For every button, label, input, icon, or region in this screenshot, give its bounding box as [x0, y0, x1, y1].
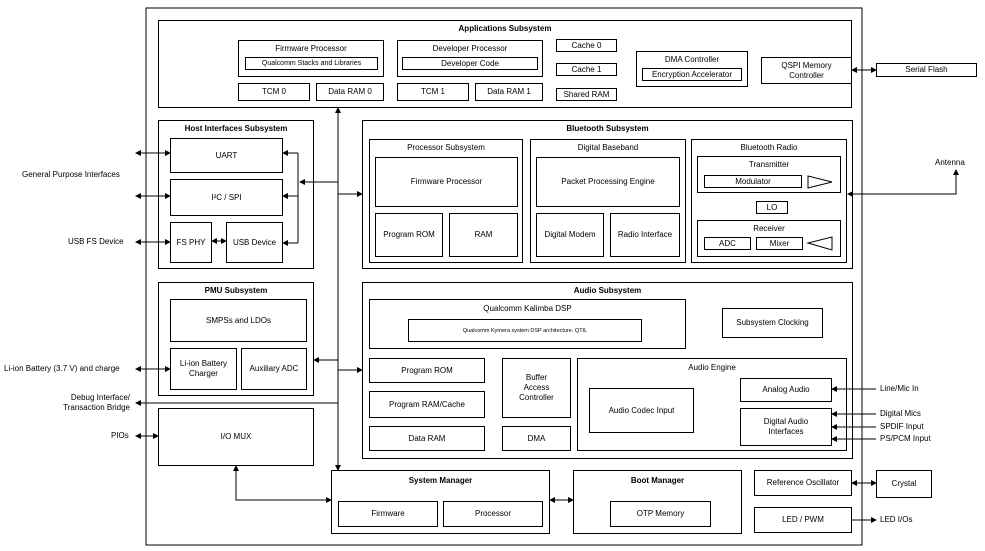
antenna-label: Antenna — [935, 158, 965, 167]
bluetooth-subsystem: Bluetooth Subsystem — [362, 120, 853, 269]
host-interfaces-title: Host Interfaces Subsystem — [184, 124, 288, 133]
data-ram1-box: Data RAM 1 — [475, 83, 543, 101]
sysman-processor: Processor — [443, 501, 543, 527]
audio-subsystem-title: Audio Subsystem — [573, 286, 642, 295]
encryption-accelerator-box: Encryption Accelerator — [642, 68, 742, 81]
reference-oscillator: Reference Oscillator — [754, 470, 852, 496]
bluetooth-radio: Bluetooth Radio — [691, 139, 847, 263]
host-interfaces-subsystem: Host Interfaces Subsystem — [158, 120, 314, 269]
radio-interface: Radio Interface — [610, 213, 680, 257]
system-manager-title: System Manager — [408, 476, 473, 485]
tcm1-box: TCM 1 — [397, 83, 469, 101]
battery-label: Li-ion Battery (3.7 V) and charge — [4, 364, 120, 373]
bluetooth-subsystem-title: Bluetooth Subsystem — [566, 124, 649, 133]
audio-program-ram: Program RAM/Cache — [369, 391, 485, 418]
boot-manager-title: Boot Manager — [630, 476, 685, 485]
io-mux-box: I/O MUX — [158, 408, 314, 466]
auxiliary-adc-box: Auxiliary ADC — [241, 348, 307, 390]
audio-subsystem: Audio Subsystem — [362, 282, 853, 459]
buffer-access-controller: Buffer Access Controller — [502, 358, 571, 418]
bt-program-rom: Program ROM — [375, 213, 443, 257]
audio-data-ram: Data RAM — [369, 426, 485, 451]
data-ram0-box: Data RAM 0 — [316, 83, 384, 101]
digital-audio-interfaces: Digital Audio Interfaces — [740, 408, 832, 446]
pmu-subsystem: PMU Subsystem — [158, 282, 314, 396]
audio-dma: DMA — [502, 426, 571, 451]
mixer-box: Mixer — [756, 237, 803, 250]
audio-engine-title: Audio Engine — [688, 363, 736, 372]
firmware-processor-label: Firmware Processor — [275, 44, 347, 53]
digital-baseband-title: Digital Baseband — [577, 143, 639, 152]
transmitter-label: Transmitter — [748, 160, 790, 169]
i2c-spi-box: I²C / SPI — [170, 179, 283, 216]
qspi-memory-controller: QSPI Memory Controller — [761, 57, 852, 84]
dma-controller-label: DMA Controller — [664, 55, 720, 64]
sysman-firmware: Firmware — [338, 501, 438, 527]
fs-phy-box: FS PHY — [170, 222, 212, 263]
general-purpose-interfaces-label: General Purpose Interfaces — [22, 170, 120, 179]
cache0-box: Cache 0 — [556, 39, 617, 52]
lo-box: LO — [756, 201, 788, 214]
shared-ram-box: Shared RAM — [556, 88, 617, 101]
bluetooth-radio-title: Bluetooth Radio — [740, 143, 798, 152]
developer-code-box: Developer Code — [402, 57, 538, 70]
audio-program-rom: Program ROM — [369, 358, 485, 383]
qualcomm-stacks-box: Qualcomm Stacks and Libraries — [245, 57, 378, 70]
kymera-box: Qualcomm Kymera system DSP architecture.… — [408, 319, 642, 342]
usb-device-box: USB Device — [226, 222, 283, 263]
digital-modem: Digital Modem — [536, 213, 604, 257]
bt-ram: RAM — [449, 213, 518, 257]
adc-box: ADC — [704, 237, 751, 250]
cache1-box: Cache 1 — [556, 63, 617, 76]
audio-codec-input: Audio Codec Input — [589, 388, 694, 433]
bt-firmware-processor: Firmware Processor — [375, 157, 518, 207]
uart-box: UART — [170, 138, 283, 173]
pmu-title: PMU Subsystem — [204, 286, 268, 295]
subsystem-clocking-box: Subsystem Clocking — [722, 308, 823, 338]
smps-ldo-box: SMPSs and LDOs — [170, 299, 307, 342]
led-pwm: LED / PWM — [754, 507, 852, 533]
kalimba-dsp-label: Qualcomm Kalimba DSP — [483, 304, 572, 313]
developer-processor-label: Developer Processor — [432, 44, 508, 53]
spdif-label: SPDIF Input — [880, 422, 924, 431]
tcm0-box: TCM 0 — [238, 83, 310, 101]
pios-label: PIOs — [111, 431, 129, 440]
led-ios-label: LED I/Os — [880, 515, 913, 524]
bt-processor-title: Processor Subsystem — [407, 143, 485, 152]
digital-mics-label: Digital Mics — [880, 409, 921, 418]
packet-processing-engine: Packet Processing Engine — [536, 157, 680, 207]
applications-subsystem-title: Applications Subsystem — [458, 24, 552, 33]
debug-interface-label: Debug Interface/ Transaction Bridge — [63, 393, 130, 412]
receiver-label: Receiver — [753, 224, 785, 233]
audio-engine: Audio Engine — [577, 358, 847, 451]
pcm-label: PS/PCM Input — [880, 434, 931, 443]
modulator-box: Modulator — [704, 175, 802, 188]
receiver-box: Receiver — [697, 220, 841, 257]
transmitter-box: Transmitter — [697, 156, 841, 193]
line-mic-label: Line/Mic In — [880, 384, 919, 393]
battery-charger-box: Li-ion Battery Charger — [170, 348, 237, 390]
serial-flash-box: Serial Flash — [876, 63, 977, 77]
otp-memory: OTP Memory — [610, 501, 711, 527]
crystal-box: Crystal — [876, 470, 932, 498]
analog-audio-box: Analog Audio — [740, 378, 832, 402]
usb-fs-device-label: USB FS Device — [68, 237, 124, 246]
